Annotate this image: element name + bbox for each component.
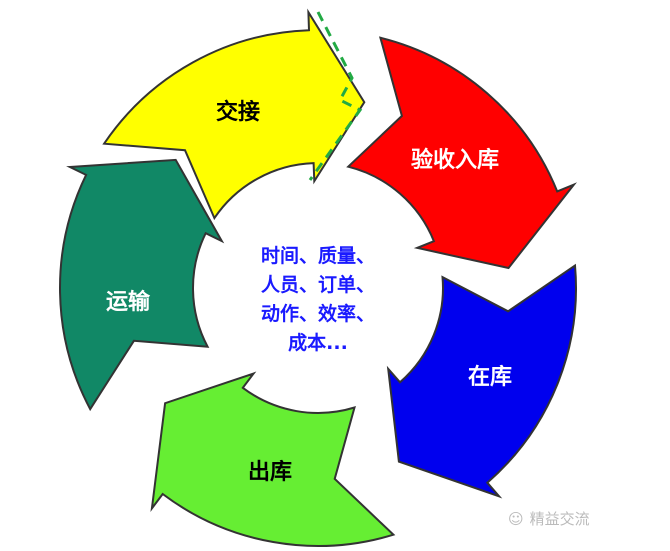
watermark: ☺ 精益交流	[508, 508, 590, 529]
arrow-segment-outbound	[150, 371, 396, 547]
center-line: 人员、订单、	[260, 274, 375, 296]
arrow-segment-handover	[102, 8, 366, 221]
arrow-segment-storage	[386, 263, 577, 499]
wechat-icon: ☺	[508, 509, 524, 528]
center-line: 成本...	[288, 332, 348, 354]
center-text: 时间、质量、 人员、订单、 动作、效率、 成本...	[233, 242, 403, 358]
arrow-segment-transport	[59, 158, 225, 412]
center-line: 时间、质量、	[260, 245, 375, 267]
segment-label-storage: 在库	[467, 365, 513, 390]
segment-label-outbound: 出库	[247, 460, 293, 485]
segment-label-handover: 交接	[215, 100, 261, 125]
center-line: 动作、效率、	[260, 303, 375, 325]
segment-label-receiving: 验收入库	[410, 148, 500, 173]
arrow-segment-receiving	[346, 36, 578, 270]
segment-label-transport: 运输	[105, 290, 151, 315]
watermark-text: 精益交流	[529, 510, 590, 528]
